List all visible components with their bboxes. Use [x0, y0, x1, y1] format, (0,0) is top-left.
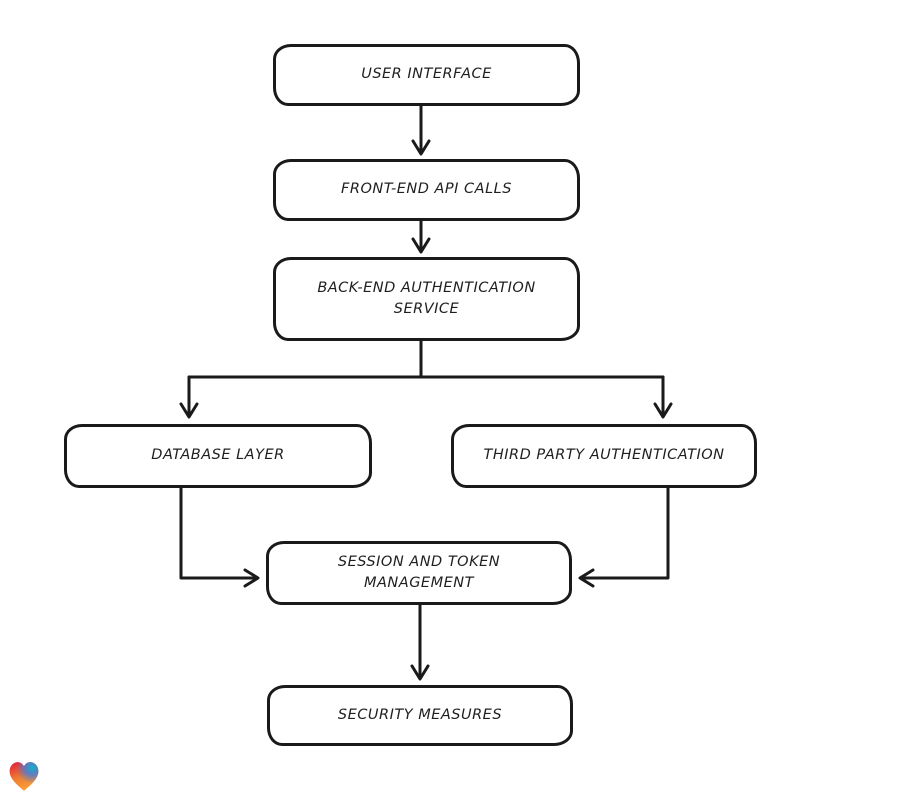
node-label-line2: SERVICE [393, 301, 460, 317]
node-database-layer[interactable]: DATABASE LAYER [64, 424, 372, 488]
node-label: DATABASE LAYER [151, 447, 285, 464]
heart-shape-overlay [9, 762, 39, 791]
node-session-token-mgmt[interactable]: SESSION AND TOKEN MANAGEMENT [266, 541, 572, 605]
node-label: USER INTERFACE [361, 66, 492, 83]
node-label: SESSION AND TOKEN [337, 553, 501, 570]
node-label: SECURITY MEASURES [337, 706, 503, 723]
arrow-backend-to-branches [179, 339, 673, 419]
node-third-party-auth[interactable]: THIRD PARTY AUTHENTICATION [451, 424, 757, 488]
arrow-session-to-security [410, 603, 430, 681]
node-back-end-auth-service[interactable]: BACK-END AUTHENTICATION SERVICE [273, 257, 580, 341]
arrow-database-to-session [179, 486, 260, 588]
node-security-measures[interactable]: SECURITY MEASURES [267, 685, 573, 746]
arrow-frontend-to-backend [411, 219, 431, 254]
node-user-interface[interactable]: USER INTERFACE [273, 44, 580, 106]
node-label: THIRD PARTY AUTHENTICATION [483, 447, 725, 464]
node-label: FRONT-END API CALLS [341, 181, 512, 198]
arrow-ui-to-frontend [411, 104, 431, 156]
node-label: BACK-END AUTHENTICATION [317, 279, 536, 296]
gradient-heart-logo[interactable] [8, 759, 40, 795]
arrow-thirdparty-to-session [578, 486, 670, 588]
node-label-line2: MANAGEMENT [364, 575, 474, 591]
node-front-end-api-calls[interactable]: FRONT-END API CALLS [273, 159, 580, 221]
